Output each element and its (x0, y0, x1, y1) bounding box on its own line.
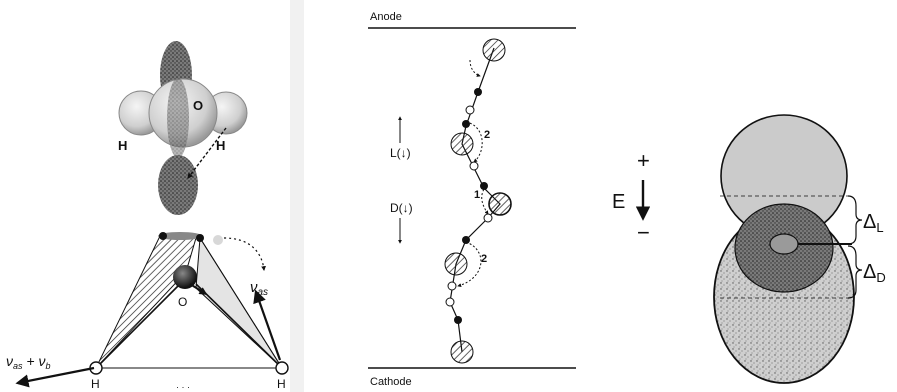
bond-dashed-arrow (187, 127, 227, 179)
lone-pair-cloud-bottom (158, 155, 198, 215)
incoming-proton-arrow (469, 59, 481, 77)
lone-pair-dot-left (159, 232, 167, 240)
mode-combo-sub: as (13, 361, 23, 371)
d-defect-label: D(↓) (390, 201, 413, 215)
lone-pair-dot-right (196, 234, 204, 242)
hydrogen-label-right-bottom: H (277, 377, 286, 391)
l-defect-label: L(↓) (390, 146, 411, 160)
water-oxygen-3 (488, 192, 512, 216)
ellipsis-label: · · · (176, 382, 190, 392)
oxygen-label-bottom: O (178, 295, 187, 309)
delta-l-label: ΔL (863, 211, 884, 235)
hydrogen-label-right-top: H (216, 138, 225, 153)
bond-h-left (95, 277, 187, 369)
proton-filled-4 (462, 236, 470, 244)
oxygen-atom-bottom (173, 265, 197, 289)
step-2-bottom-label: 2 (481, 253, 487, 265)
mode-as-nu: ν (250, 279, 258, 296)
proton-open-1 (465, 105, 475, 115)
anode-label: Anode (370, 11, 402, 23)
bond-h-right (195, 283, 283, 369)
jump-arrow-bottom (457, 241, 482, 288)
mode-as-label: νas (250, 279, 268, 298)
delta-l-symbol: Δ (863, 211, 876, 233)
oxygen-label-top: O (193, 98, 203, 113)
mode-combo-sub2: b (45, 361, 50, 371)
brace-delta-d (847, 245, 863, 299)
panel-c: + E − ΔL ΔD (612, 114, 886, 384)
proton-filled-2 (462, 120, 470, 128)
delta-d-symbol: Δ (863, 261, 876, 283)
lone-pair-overlay (167, 78, 189, 158)
step-1-label: 1 (474, 189, 480, 201)
water-oxygen-1 (482, 38, 506, 62)
proton-open-5 (445, 297, 455, 307)
water-molecule-space-filling: O H H (118, 41, 248, 215)
water-oxygen-4 (444, 252, 468, 276)
step-2-top-label: 2 (484, 129, 490, 141)
panel-b: Anode Cathode L(↓) D(↓) 2 1 (368, 11, 576, 388)
jump-arrow-top (465, 121, 483, 163)
nu-as-arrow (253, 289, 282, 361)
field-label: E (612, 191, 625, 213)
minus-sign: − (637, 220, 650, 245)
hydrogen-label-left-top: H (118, 138, 127, 153)
lone-pair-ghost (213, 235, 223, 245)
panel-a-background (290, 0, 304, 392)
water-oxygen-2 (450, 132, 474, 156)
delta-d-sub: D (876, 270, 885, 285)
brace-delta-l (847, 195, 863, 245)
proton-filled-3 (480, 182, 488, 190)
lone-pair-bar (158, 232, 202, 240)
nu-combo-arrow (15, 366, 95, 388)
proton-open-2 (469, 161, 479, 171)
mode-combo-label: νas + νb (6, 353, 51, 371)
edge-right-top (199, 237, 283, 369)
proton-open-4 (447, 281, 457, 291)
cathode-label: Cathode (370, 376, 412, 388)
delta-d-label: ΔD (863, 261, 886, 285)
proton-open-3 (483, 213, 493, 223)
hydrogen-label-left-bottom: H (91, 377, 100, 391)
water-oxygen-5 (450, 340, 474, 364)
panel-a: O H H O H H (6, 0, 304, 392)
mode-combo-plus: + ν (23, 353, 46, 369)
water-molecule-vibration: O H H νas νas + νb · · · (6, 232, 289, 392)
mode-as-sub: as (258, 287, 269, 298)
shaded-face-right (195, 236, 283, 369)
oxygen-displacement-arrow (189, 283, 208, 295)
plus-sign: + (637, 148, 650, 173)
dotted-rotation-arrow (223, 237, 266, 271)
jump-arrow-middle (481, 185, 489, 215)
mode-combo-nu: ν (6, 353, 13, 369)
delta-l-sub: L (876, 220, 883, 235)
center-ion (769, 233, 799, 255)
proton-filled-1 (474, 88, 482, 96)
hydrogen-atom-right-bottom (275, 361, 289, 375)
proton-filled-5 (454, 316, 462, 324)
